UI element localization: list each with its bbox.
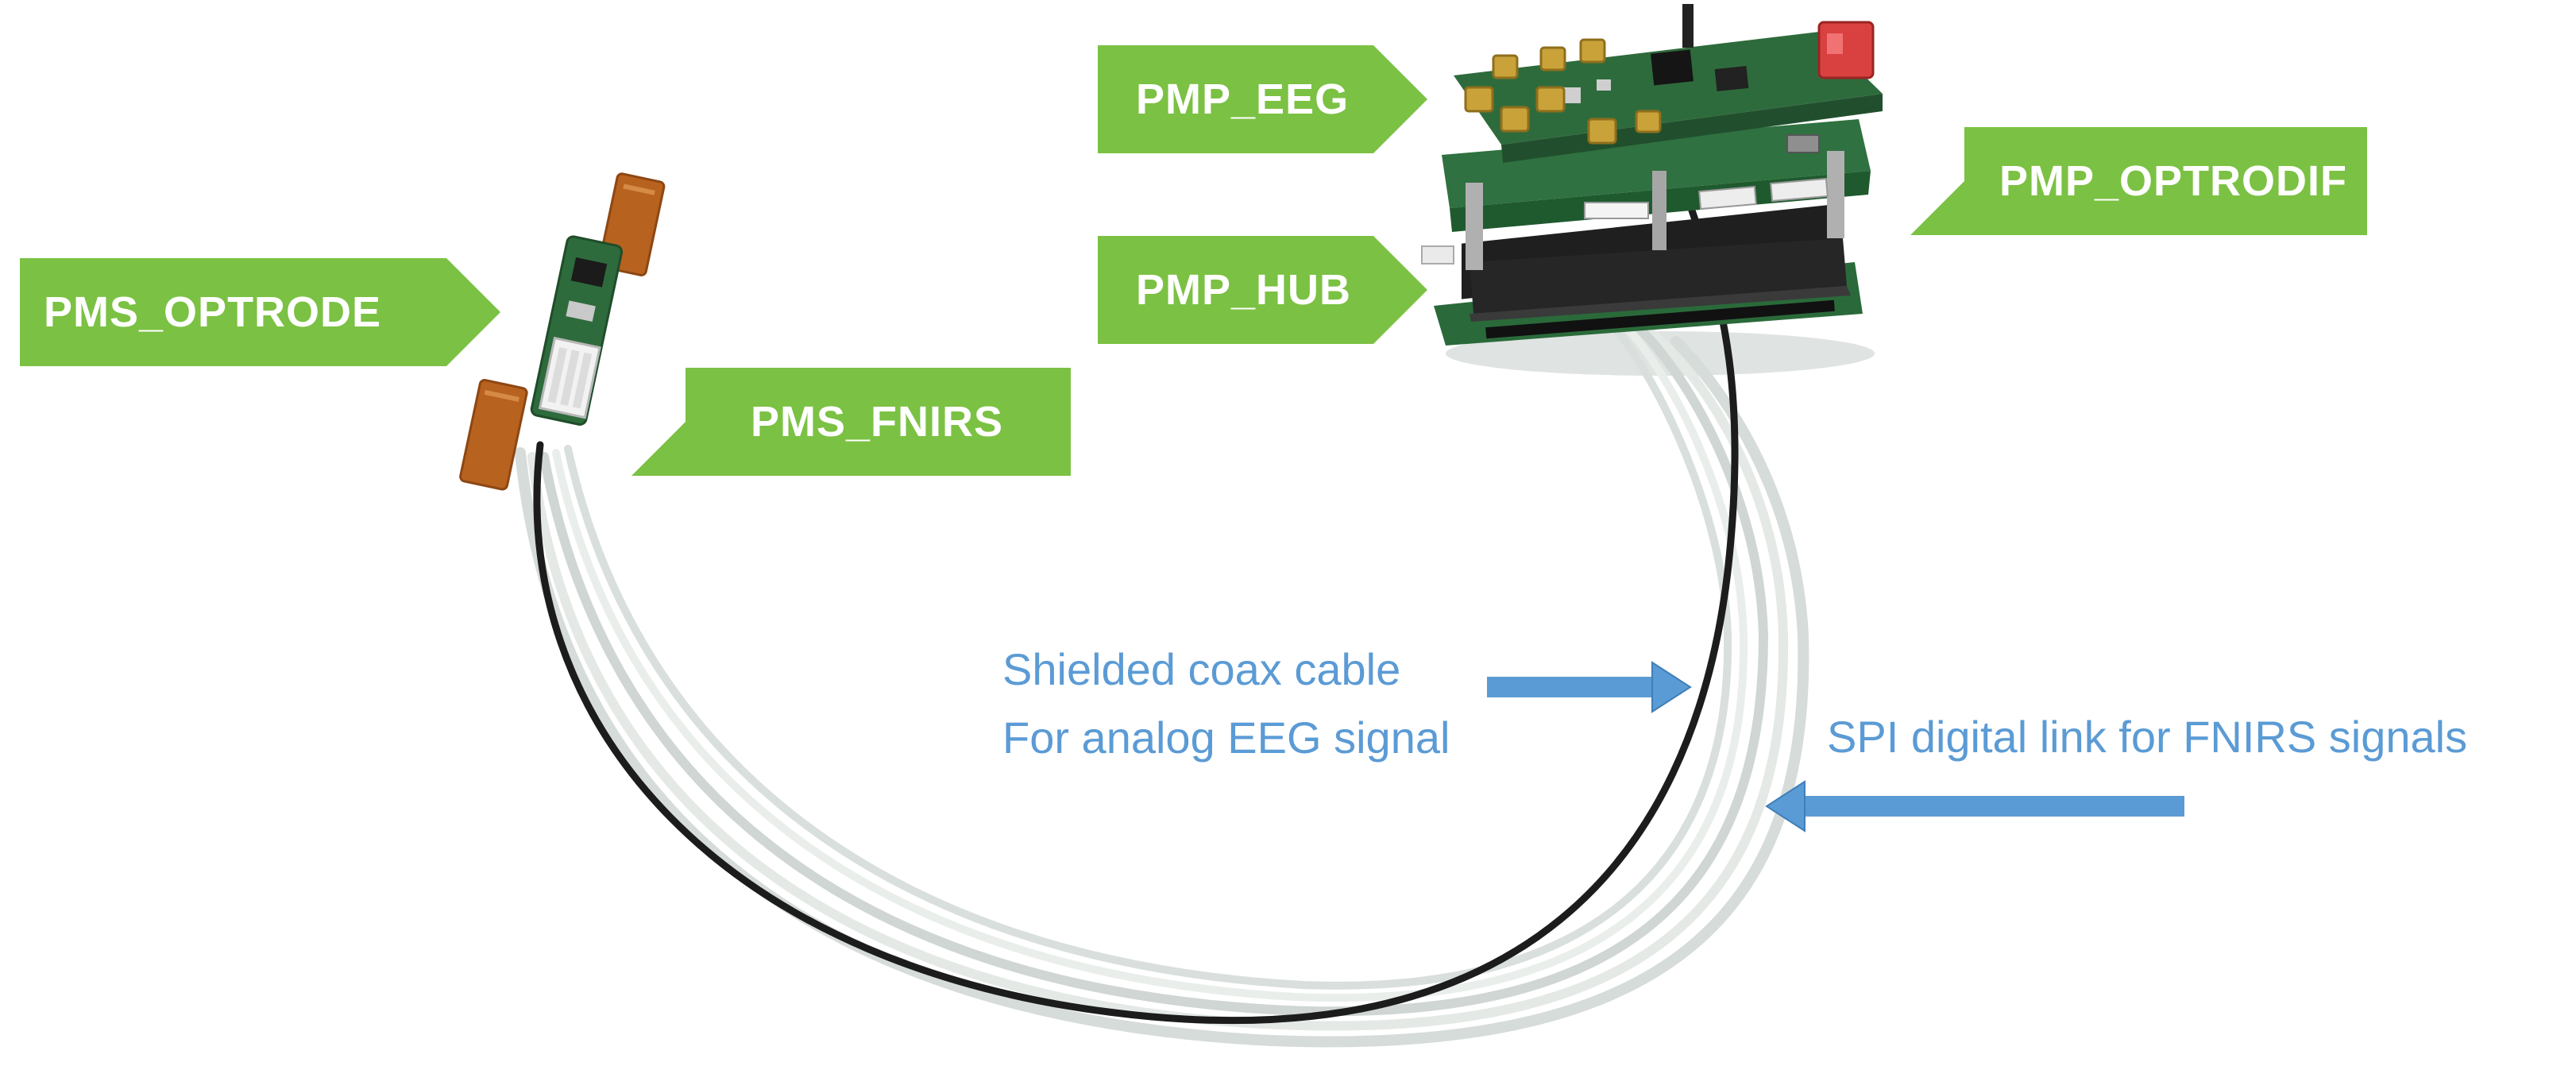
optrode-sensor — [459, 172, 666, 491]
coax-arrow — [1487, 661, 1692, 713]
coax-annotation-line2: For analog EEG signal — [1002, 712, 1450, 763]
tag-pms-fnirs-label: PMS_FNIRS — [751, 398, 1004, 446]
tag-pmp-optrodif: PMP_OPTRODIF — [1910, 127, 2367, 235]
spi-arrow — [1765, 780, 2184, 832]
coax-annotation: Shielded coax cable For analog EEG signa… — [1002, 635, 1450, 772]
tag-pms-fnirs: PMS_FNIRS — [631, 368, 1071, 476]
spi-annotation: SPI digital link for FNIRS signals — [1827, 703, 2467, 771]
flex-tab-bottom — [459, 379, 528, 491]
tag-pmp-hub: PMP_HUB — [1098, 236, 1427, 344]
tag-pmp-eeg: PMP_EEG — [1098, 45, 1427, 153]
tag-pms-optrode: PMS_OPTRODE — [20, 258, 500, 366]
spi-annotation-text: SPI digital link for FNIRS signals — [1827, 712, 2468, 762]
board-stack — [1421, 4, 1883, 346]
tag-pmp-optrodif-label: PMP_OPTRODIF — [1999, 157, 2348, 205]
coax-annotation-line1: Shielded coax cable — [1002, 644, 1401, 694]
tag-pmp-hub-label: PMP_HUB — [1136, 266, 1352, 314]
tag-pms-optrode-label: PMS_OPTRODE — [44, 288, 382, 336]
coax-cable — [533, 207, 1739, 1025]
tag-pmp-eeg-label: PMP_EEG — [1136, 75, 1350, 123]
cable-bundle-spi — [515, 314, 1809, 1048]
